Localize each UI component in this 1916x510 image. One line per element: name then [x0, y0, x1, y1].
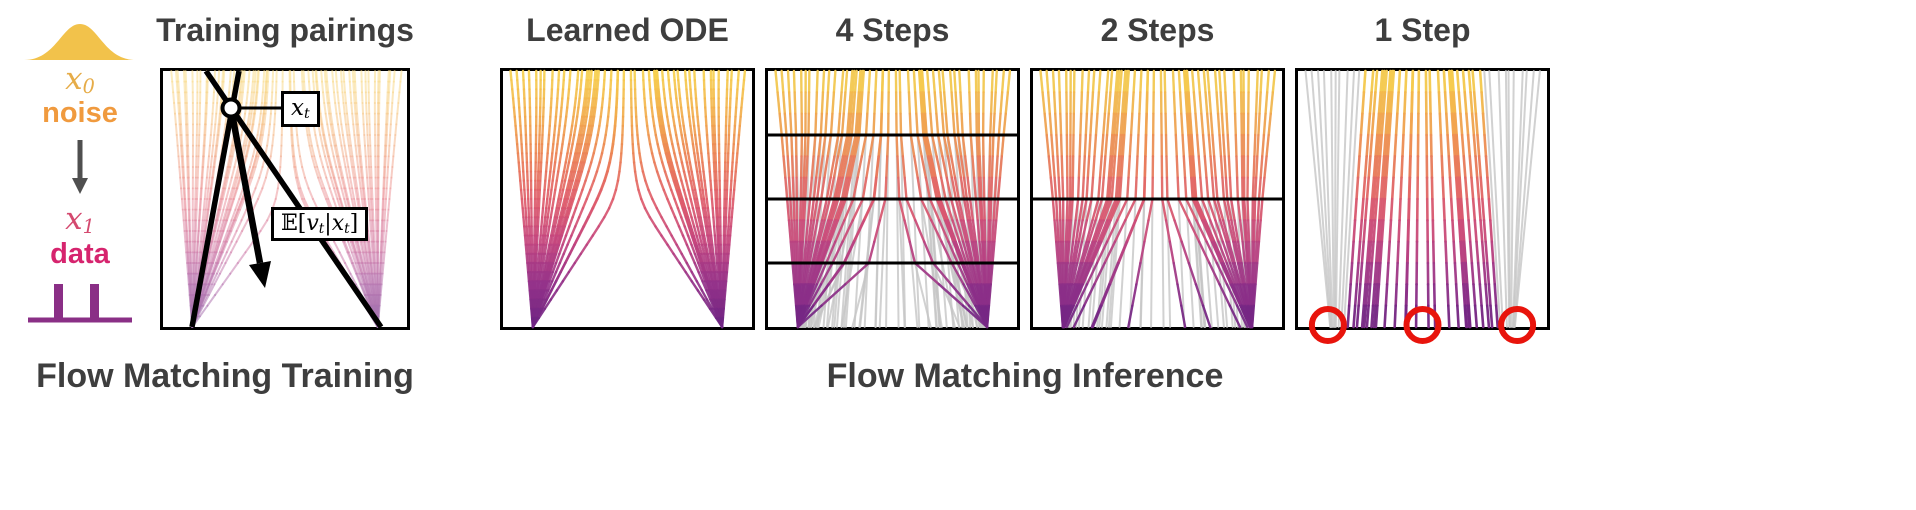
noise-label: noise [42, 97, 118, 130]
learned-ode-plot [509, 69, 747, 329]
training-legend: x0 noise x1 data [22, 18, 138, 324]
gaussian-noise-icon [24, 24, 136, 60]
one-step-panel [1295, 68, 1550, 344]
inference-caption: Flow Matching Inference [826, 357, 1224, 395]
two-steps-panel [1030, 68, 1285, 330]
one-step-title: 1 Step [1374, 12, 1471, 48]
data-histogram-icon [28, 284, 132, 323]
xt-annotation: xt [281, 91, 320, 128]
training-caption: Flow Matching Training [36, 357, 414, 395]
training-panel-title: Training pairings [156, 12, 414, 48]
x1-label: x1 [65, 201, 95, 239]
data-label: data [50, 237, 110, 270]
down-arrow-icon [72, 140, 88, 195]
x0-label: x0 [65, 61, 95, 99]
two-steps-title: 2 Steps [1100, 12, 1215, 48]
two-steps-plot [1031, 69, 1284, 329]
expected-velocity-annotation: 𝔼[vt|xt] [271, 207, 369, 242]
one-step-plot [1304, 69, 1541, 344]
four-steps-plot [766, 69, 1019, 329]
four-steps-title: 4 Steps [835, 12, 950, 48]
learned-ode-title: Learned ODE [526, 12, 729, 48]
learned-ode-panel [500, 68, 755, 330]
four-steps-panel [765, 68, 1020, 330]
training-pairings-panel: xt 𝔼[vt|xt] [160, 68, 410, 330]
